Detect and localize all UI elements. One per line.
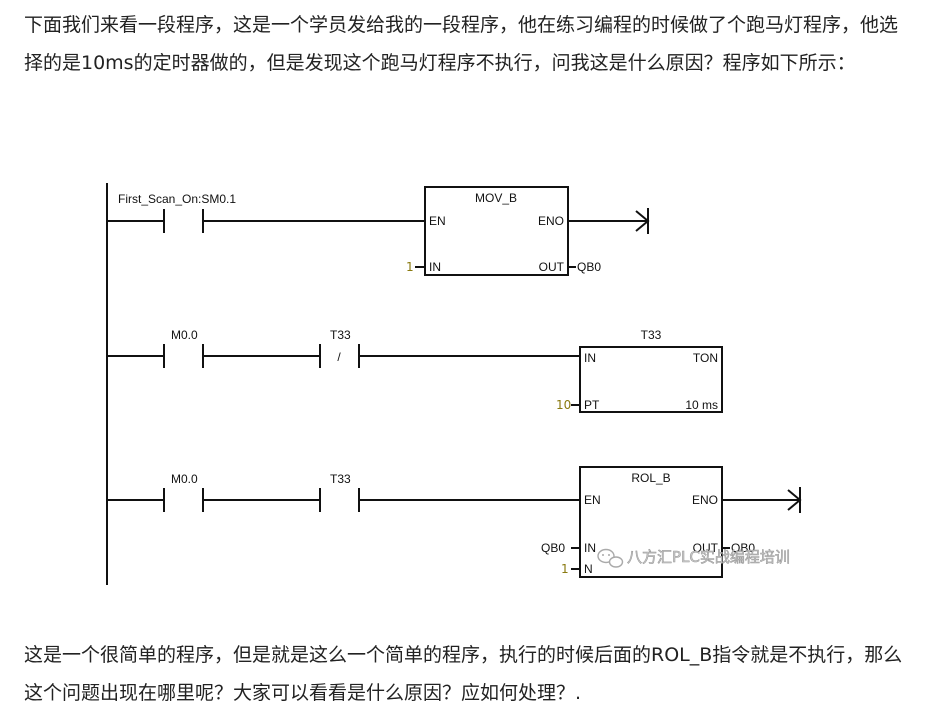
contact-label-t33-a: T33 bbox=[330, 328, 351, 342]
contact-label-t33-b: T33 bbox=[330, 472, 351, 486]
mov-b-eno: ENO bbox=[538, 214, 564, 228]
watermark: 八方汇PLC实战编程培训 bbox=[597, 548, 790, 568]
rol-b-out-pin: OUT bbox=[693, 541, 719, 555]
question-paragraph: 这是一个很简单的程序，但是就是这么一个简单的程序，执行的时候后面的ROL_B指令… bbox=[24, 644, 903, 704]
rol-b-out-value: QB0 bbox=[731, 541, 755, 555]
wechat-icon bbox=[597, 548, 624, 568]
no-contact-t33 bbox=[319, 488, 360, 512]
ton-type: TON bbox=[693, 351, 718, 365]
mov-b-out-pin: OUT bbox=[539, 260, 565, 274]
nc-slash: / bbox=[337, 350, 341, 364]
rung-1: First_Scan_On:SM0.1 MOV_B EN ENO IN OUT … bbox=[107, 186, 650, 276]
nc-contact-t33: / bbox=[319, 344, 360, 368]
mov-b-box bbox=[424, 186, 569, 276]
rung-3: M0.0 T33 ROL_B EN ENO IN OUT N QB0 QB0 1 bbox=[107, 466, 802, 578]
eno-arrow-3 bbox=[787, 487, 802, 513]
ton-pt-pin: PT bbox=[584, 398, 600, 412]
contact-label-m0-0-a: M0.0 bbox=[171, 328, 198, 342]
eno-arrow-1 bbox=[635, 208, 650, 234]
no-contact-m0-0-a bbox=[163, 344, 204, 368]
rol-b-n-pin: N bbox=[584, 562, 593, 576]
mov-b-in-value: 1 bbox=[406, 260, 414, 274]
rung-2: M0.0 T33 / T33 IN TON PT 10 ms 10 bbox=[107, 328, 723, 413]
rol-b-box bbox=[579, 466, 723, 578]
rol-b-en: EN bbox=[584, 493, 601, 507]
ton-title: T33 bbox=[641, 328, 662, 342]
no-contact-sm0-1 bbox=[163, 209, 204, 233]
ton-pt-value: 10 bbox=[556, 398, 571, 412]
rol-b-in-pin: IN bbox=[584, 541, 596, 555]
contact-label-sm0-1: First_Scan_On:SM0.1 bbox=[118, 192, 236, 206]
rol-b-title: ROL_B bbox=[631, 471, 670, 485]
rol-b-in-value: QB0 bbox=[541, 541, 565, 555]
rol-b-eno: ENO bbox=[692, 493, 718, 507]
ton-box bbox=[579, 346, 723, 413]
ton-resolution: 10 ms bbox=[685, 398, 718, 412]
no-contact-m0-0-b bbox=[163, 488, 204, 512]
mov-b-out-value: QB0 bbox=[577, 260, 601, 274]
ton-in-pin: IN bbox=[584, 351, 596, 365]
mov-b-en: EN bbox=[429, 214, 446, 228]
contact-label-m0-0-b: M0.0 bbox=[171, 472, 198, 486]
mov-b-title: MOV_B bbox=[475, 191, 517, 205]
mov-b-in-pin: IN bbox=[429, 260, 441, 274]
rol-b-n-value: 1 bbox=[561, 562, 569, 576]
watermark-text: 八方汇PLC实战编程培训 bbox=[627, 548, 790, 566]
intro-paragraph: 下面我们来看一段程序，这是一个学员发给我的一段程序，他在练习编程的时候做了个跑马… bbox=[24, 14, 899, 74]
